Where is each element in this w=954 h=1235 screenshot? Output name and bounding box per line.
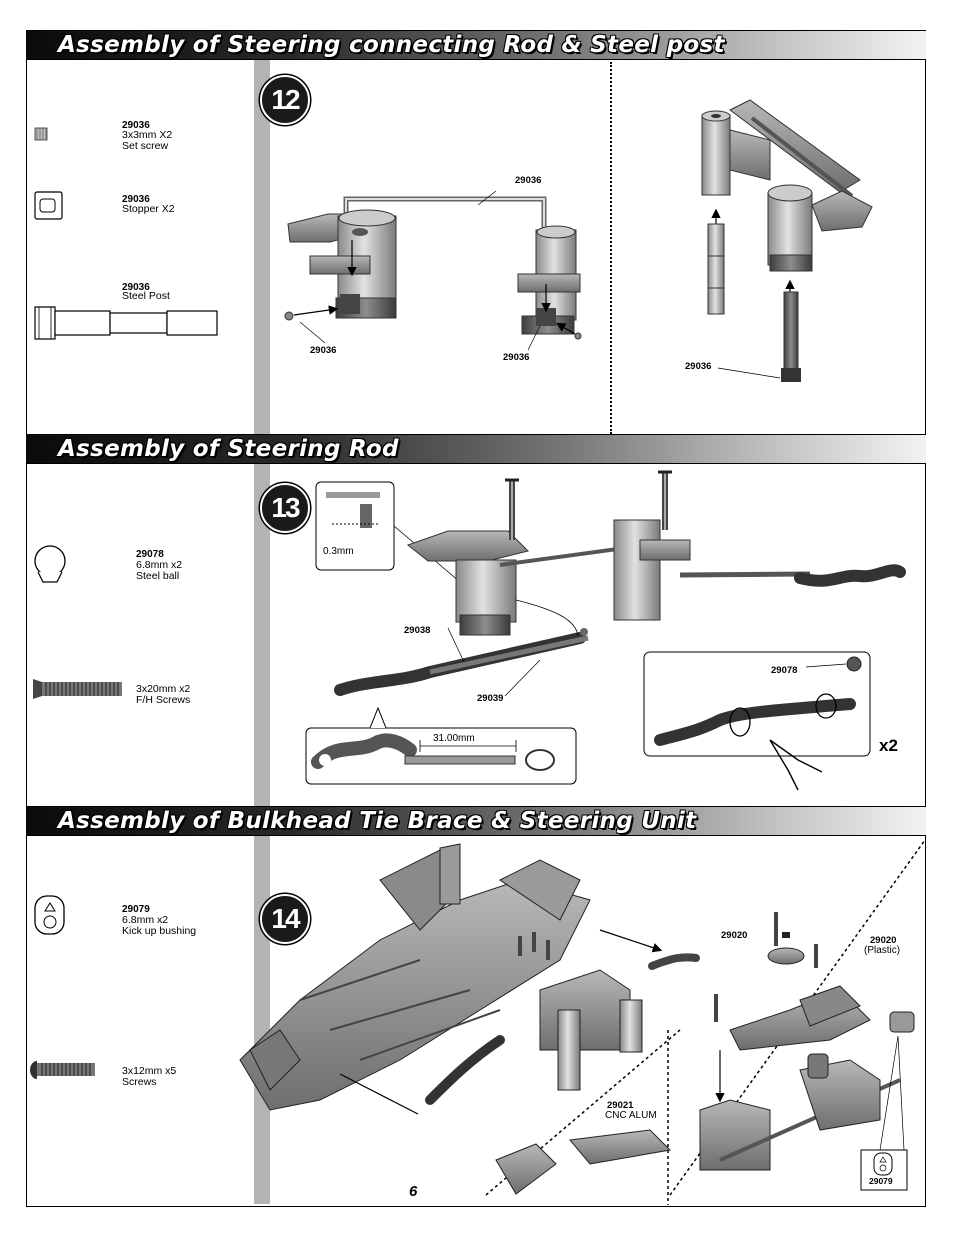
rod-part-label: 29036: [515, 175, 542, 186]
plastic-note: (Plastic): [864, 945, 901, 956]
part-number: 29036: [122, 194, 150, 205]
gap-label: 0.3mm: [323, 546, 354, 557]
step-14-badge: 14: [260, 894, 310, 944]
part-number: 29036: [122, 282, 150, 293]
tie-brace-part-label: 29020: [721, 930, 748, 941]
dotted-divider: [610, 62, 612, 434]
column-divider: [254, 464, 270, 806]
section-12-title: Assembly of Steering connecting Rod & St…: [58, 32, 725, 58]
rod-part-label: 29038: [404, 625, 431, 636]
part-description: 6.8mm x2 Steel ball: [136, 559, 183, 582]
steering-rod-assembly-drawing: [284, 190, 582, 351]
part-description: 3x3mm X2 Set screw: [122, 129, 173, 152]
part-description: Stopper X2: [122, 203, 175, 215]
steel-ball-icon: [34, 545, 66, 583]
part-number: 29079: [122, 904, 150, 915]
step-12-badge: 12: [260, 75, 310, 125]
plastic-part-label: 29020: [870, 935, 897, 946]
bulkhead-tie-brace-drawing: [239, 839, 926, 1205]
ball-part-label: 29078: [771, 665, 798, 676]
steel-post-assembly-drawing: [701, 99, 873, 382]
multiplier-label: x2: [879, 736, 898, 755]
stopper-icon: [34, 191, 63, 220]
section-14-title: Assembly of Bulkhead Tie Brace & Steerin…: [58, 808, 697, 834]
screw-icon: [30, 1061, 95, 1079]
part-number: 29036: [122, 120, 150, 131]
page-number: 6: [409, 1183, 418, 1200]
bushing-icon: [34, 895, 65, 935]
bushing-part-label: 29079: [869, 1176, 893, 1186]
alum-note: CNC ALUM: [605, 1110, 657, 1121]
section-13-banner: Assembly of Steering Rod: [26, 434, 926, 464]
set-screw-icon: [34, 127, 48, 141]
post-part-label: 29036: [685, 361, 712, 372]
part-number: 29078: [136, 549, 164, 560]
part-description: 6.8mm x2 Kick up bushing: [122, 914, 197, 937]
steel-post-icon: [34, 306, 218, 340]
alum-part-label: 29021: [607, 1100, 634, 1111]
steering-rod-drawing: [305, 470, 906, 791]
length-label: 31.00mm: [433, 733, 475, 744]
part-description: Steel Post: [122, 290, 170, 302]
rod-part-label: 29039: [477, 693, 504, 704]
fh-screw-icon: [33, 679, 122, 699]
screw-part-label: 29036: [503, 352, 530, 363]
part-description: 3x20mm x2 F/H Screws: [136, 683, 191, 706]
column-divider: [254, 60, 270, 434]
section-13-title: Assembly of Steering Rod: [58, 436, 399, 462]
part-description: 3x12mm x5 Screws: [122, 1065, 177, 1088]
section-12-banner: Assembly of Steering connecting Rod & St…: [26, 30, 926, 60]
section-14-banner: Assembly of Bulkhead Tie Brace & Steerin…: [26, 806, 926, 836]
screw-part-label: 29036: [310, 345, 337, 356]
step-13-badge: 13: [260, 483, 310, 533]
